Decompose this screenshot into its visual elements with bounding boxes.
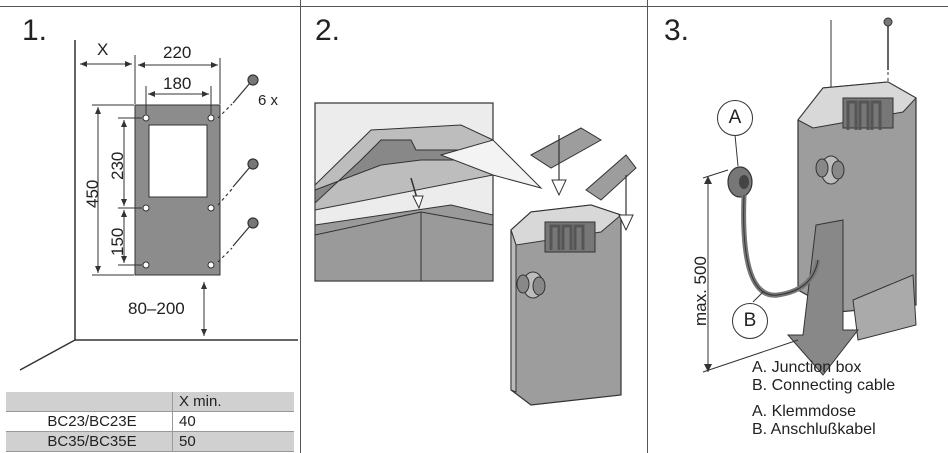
legend-item: B. Connecting cable <box>752 377 896 394</box>
table-header-row: X min. <box>6 392 294 412</box>
panel-step-3: 3. A B max. <box>647 0 948 453</box>
legend-item: A. Junction box <box>752 359 862 376</box>
table-cell-model: BC23/BC23E <box>6 411 173 432</box>
clearance-table: X min. BC23/BC23E 40 BC35/BC35E 50 <box>6 392 294 452</box>
table-cell-xmin: 40 <box>172 411 294 432</box>
dimension-180-label: 180 <box>163 74 192 93</box>
dimension-220-label: 220 <box>163 43 192 62</box>
screw-count-label: 6 x <box>258 92 279 109</box>
mounting-plate-diagram <box>19 40 298 371</box>
table-header-cell <box>6 392 173 412</box>
callout-a: A <box>717 100 753 136</box>
table-cell-xmin: 50 <box>172 431 294 452</box>
table-header-cell: X min. <box>172 392 294 412</box>
wiring-diagram <box>702 17 917 376</box>
dimension-150-label: 150 <box>108 227 127 256</box>
dimension-80-200-label: 80–200 <box>128 299 185 318</box>
panel-step-2: 2. <box>300 0 647 453</box>
screw-icon <box>217 74 259 263</box>
top-border <box>0 6 948 7</box>
step-number-1: 1. <box>22 14 48 47</box>
dimension-max-500-label: max. 500 <box>691 256 710 326</box>
table-row: BC23/BC23E 40 <box>6 411 294 432</box>
cover-assembly-diagram <box>314 102 637 406</box>
dimension-450-label: 450 <box>83 179 102 208</box>
step-number-3: 3. <box>664 14 690 47</box>
panel-step-1: 1. <box>0 0 300 453</box>
dimension-230-label: 230 <box>108 151 127 180</box>
dimension-x-label: X <box>97 40 109 59</box>
table-row: BC35/BC35E 50 <box>6 431 294 452</box>
callout-b: B <box>732 303 768 339</box>
table-cell-model: BC35/BC35E <box>6 431 173 452</box>
legend-item: B. Anschlußkabel <box>752 421 876 438</box>
step-number-2: 2. <box>315 14 341 47</box>
legend-item: A. Klemmdose <box>752 403 857 420</box>
